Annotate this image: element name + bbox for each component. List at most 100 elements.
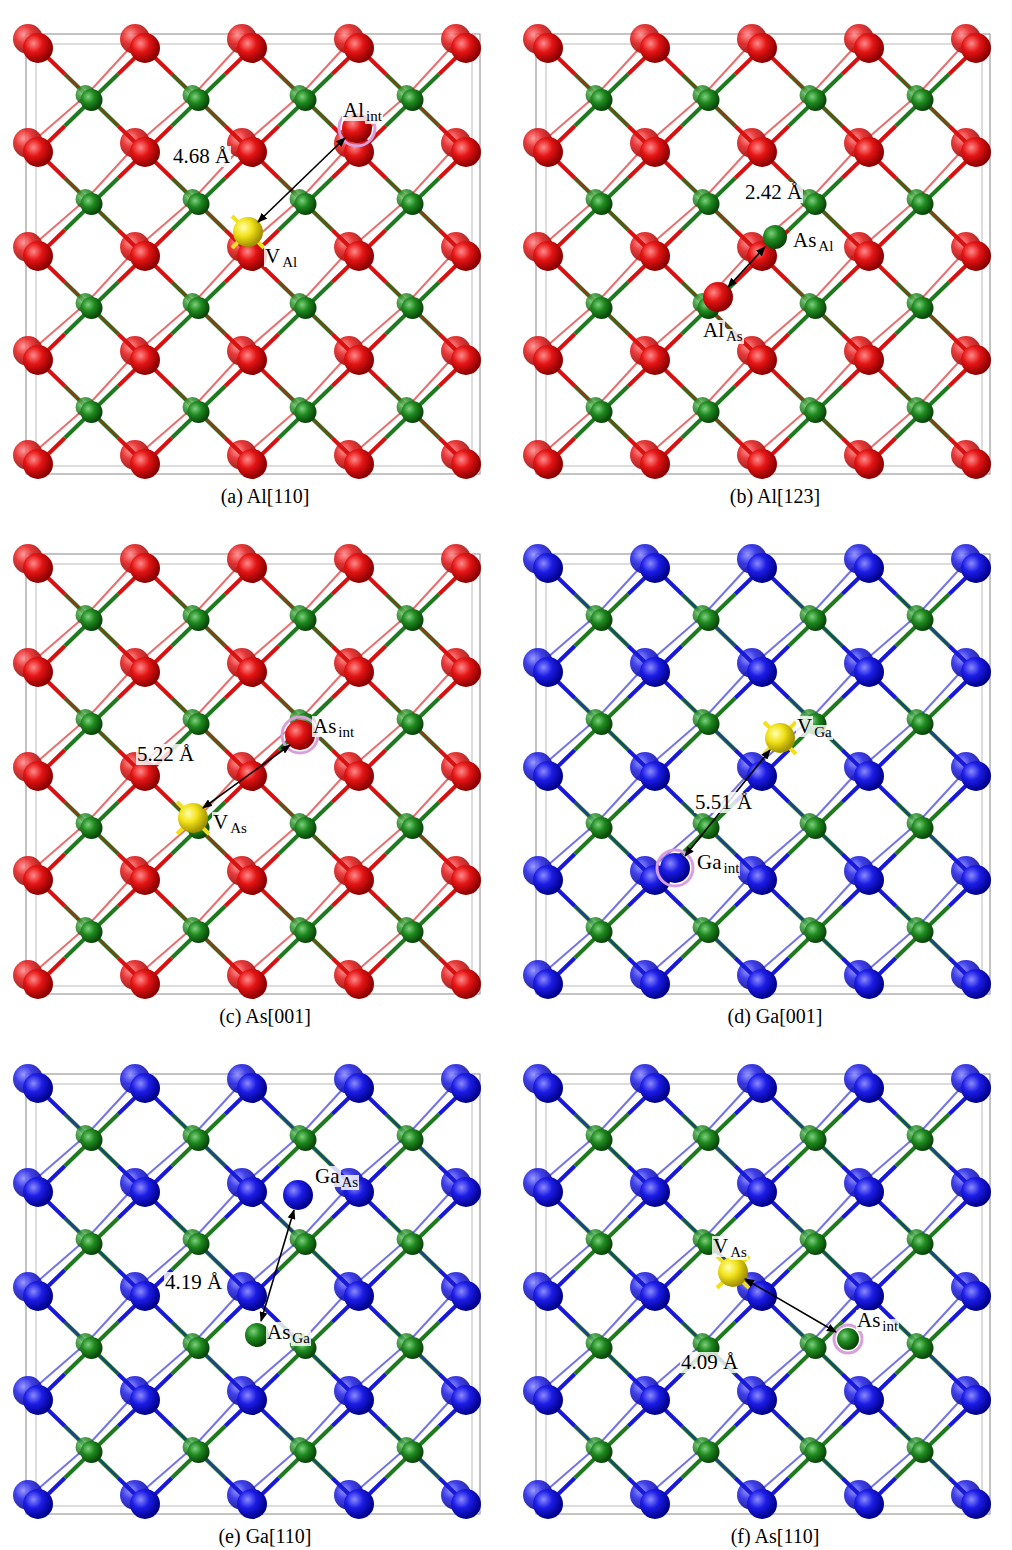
atom: [344, 241, 374, 271]
bond: [704, 1184, 755, 1239]
bond: [194, 872, 245, 927]
atom: [640, 657, 670, 687]
bond: [597, 664, 648, 719]
bond: [647, 615, 704, 664]
atom: [912, 713, 934, 735]
defect-label: 4.09 Å: [680, 1352, 739, 1373]
atom: [533, 449, 563, 479]
cell-box: [546, 564, 982, 986]
label-subscript: Ga: [291, 1331, 311, 1346]
atom: [698, 1441, 720, 1463]
interstitial-atom: [837, 1328, 859, 1350]
atom: [295, 193, 317, 215]
bond: [754, 823, 811, 872]
bond: [597, 352, 648, 407]
atom: [854, 345, 884, 375]
atom: [854, 241, 884, 271]
bond: [137, 927, 194, 976]
atom: [854, 865, 884, 895]
atom: [188, 713, 210, 735]
cell-box: [36, 1084, 472, 1506]
atom: [912, 1233, 934, 1255]
atom: [451, 33, 481, 63]
atom: [237, 1177, 267, 1207]
atom: [912, 297, 934, 319]
atom: [451, 761, 481, 791]
atom: [451, 1073, 481, 1103]
atom: [402, 193, 424, 215]
atom: [533, 1385, 563, 1415]
atom: [640, 345, 670, 375]
atom: [402, 609, 424, 631]
atom: [130, 345, 160, 375]
atom: [130, 1177, 160, 1207]
atom: [23, 345, 53, 375]
atom: [640, 33, 670, 63]
bond: [597, 872, 648, 927]
atom: [188, 89, 210, 111]
atom: [23, 1281, 53, 1311]
atom: [961, 553, 991, 583]
bond: [597, 560, 648, 615]
vacancy-bond: [764, 722, 796, 754]
atom: [805, 89, 827, 111]
label-subscript: Ga: [813, 725, 833, 740]
atom: [533, 865, 563, 895]
atom: [640, 1073, 670, 1103]
label-subscript: As: [229, 821, 248, 836]
bond: [87, 664, 138, 719]
atom: [344, 761, 374, 791]
bond: [918, 768, 969, 823]
atom: [805, 1233, 827, 1255]
atom: [130, 761, 160, 791]
bond: [30, 927, 87, 976]
atom: [130, 33, 160, 63]
bond: [861, 1343, 918, 1392]
atom: [188, 921, 210, 943]
atom: [912, 921, 934, 943]
atom: [344, 969, 374, 999]
bond: [30, 95, 87, 144]
bond: [244, 95, 301, 144]
atom: [912, 817, 934, 839]
bond: [301, 1080, 352, 1135]
atom: [130, 553, 160, 583]
atom: [854, 1177, 884, 1207]
atom: [237, 657, 267, 687]
atom: [912, 1337, 934, 1359]
bond: [918, 1184, 969, 1239]
defect-label: Al: [702, 320, 725, 341]
atom: [591, 609, 613, 631]
atom: [533, 33, 563, 63]
atom: [451, 1281, 481, 1311]
cell-box: [546, 44, 982, 466]
vacancy-bond: [717, 1256, 749, 1288]
label-subscript: int: [337, 725, 355, 740]
atom: [344, 553, 374, 583]
bond: [918, 352, 969, 407]
atom: [854, 137, 884, 167]
bond: [811, 248, 862, 303]
atom: [854, 1385, 884, 1415]
atom: [533, 657, 563, 687]
bond: [408, 40, 459, 95]
bond: [194, 1080, 245, 1135]
atom: [912, 1129, 934, 1151]
distance-arrow: [685, 750, 770, 856]
bond: [408, 664, 459, 719]
atom: [591, 1129, 613, 1151]
cell-box: [546, 1084, 982, 1506]
atom: [295, 401, 317, 423]
panel-caption: (a) Al[110]: [220, 486, 311, 506]
atom: [344, 865, 374, 895]
bond: [704, 1288, 755, 1343]
bond: [351, 1343, 408, 1392]
atom: [451, 1385, 481, 1415]
bond: [301, 768, 352, 823]
bond: [704, 1392, 755, 1447]
bond: [87, 40, 138, 95]
bond: [87, 352, 138, 407]
bond: [704, 664, 755, 719]
atom: [237, 33, 267, 63]
atom: [81, 1337, 103, 1359]
